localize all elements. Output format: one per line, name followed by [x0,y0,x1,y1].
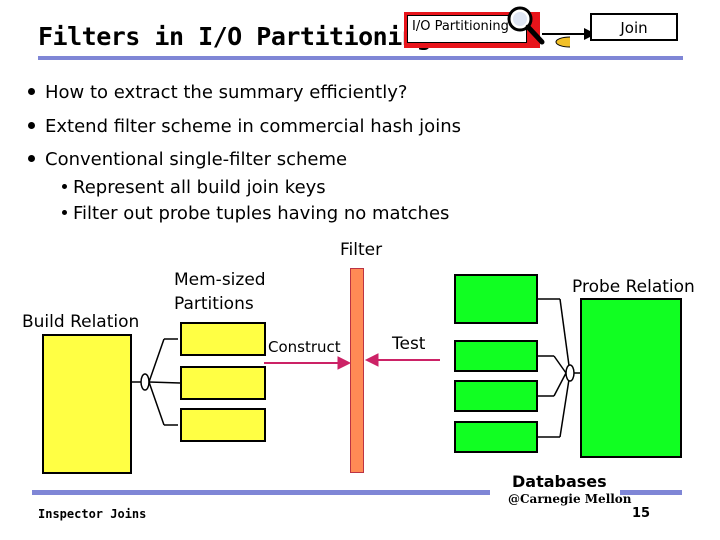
slide-title: Filters in I/O Partitioning [38,22,431,51]
build-fanout-connector [132,338,181,426]
sub-bullet-1: Represent all build join keys [62,177,326,198]
probe-relation-label: Probe Relation [572,277,695,297]
mem-partitions-label-line2: Partitions [174,294,254,314]
bullet-dot-icon [28,121,35,129]
partition-box [180,366,266,400]
probe-partition-box [454,340,538,372]
probe-partition-box [454,421,538,453]
bullet-dot-icon [28,87,35,95]
construct-label: Construct [268,338,341,356]
filter-bar [350,268,364,473]
title-divider [38,56,683,60]
page-number: 15 [632,506,651,521]
bullet-1: How to extract the summary efficiently? [28,82,407,103]
footer-course: Inspector Joins [38,507,147,521]
footer-databases: Databases [512,472,607,491]
nav-join-label: Join [620,19,648,37]
footer-divider-right [620,490,682,495]
footer-divider-left [32,490,490,495]
test-arrow [364,353,440,367]
sub-bullet-dot-icon [62,183,67,189]
nav-io-box: I/O Partitioning [407,15,527,43]
test-label: Test [392,334,426,354]
bullet-2: Extend filter scheme in commercial hash … [28,116,461,137]
footer-cmu: @Carnegie Mellon [508,492,632,506]
construct-arrow [264,356,352,370]
nav-join[interactable]: Join [590,13,678,41]
partition-box [180,322,266,356]
probe-partition-box [454,380,538,412]
sub-bullet-2: Filter out probe tuples having no matche… [62,203,449,224]
sub-bullet-dot-icon [62,209,67,215]
build-relation-label: Build Relation [22,312,140,332]
probe-relation-box [580,298,682,458]
magnifier-icon [507,6,570,48]
mem-partitions-label-line1: Mem-sized [174,270,266,290]
build-relation-box [42,334,132,474]
bullet-3: Conventional single-filter scheme [28,149,347,170]
probe-fanout-connector [538,298,580,438]
nav-io-label: I/O Partitioning [412,19,509,34]
filter-label: Filter [340,240,383,260]
bullet-dot-icon [28,154,35,162]
partition-box [180,408,266,442]
probe-partition-box [454,274,538,324]
